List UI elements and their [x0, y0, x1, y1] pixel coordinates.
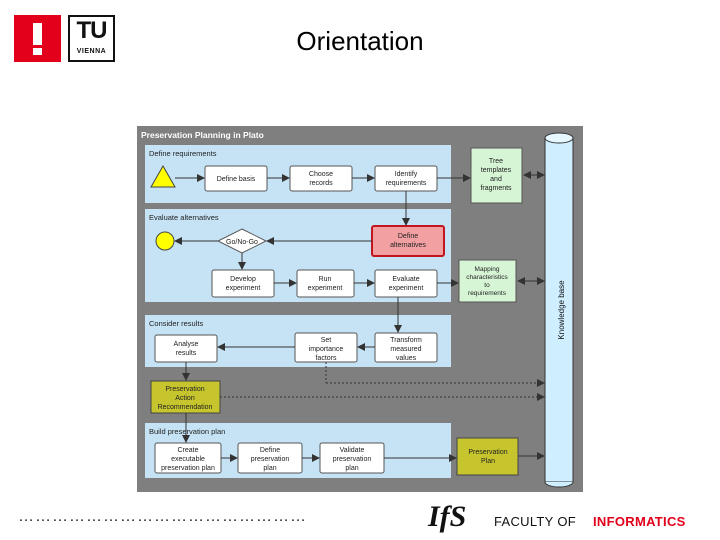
tu-logo-exclamation	[14, 15, 61, 62]
svg-text:alternatives: alternatives	[390, 242, 426, 249]
box-evaluate-experiment: Evaluate experiment	[374, 269, 438, 298]
faculty-text: FACULTY OF	[494, 514, 576, 529]
tu-logo-subtext: VIENNA	[76, 48, 107, 55]
svg-text:Identify: Identify	[395, 171, 418, 178]
svg-text:plan: plan	[345, 465, 358, 472]
box-validate-plan: Validate preservation plan	[319, 442, 385, 474]
svg-text:Evaluate: Evaluate	[392, 276, 419, 283]
diagram-arrows	[174, 171, 545, 462]
section-consider-label: Consider results	[149, 319, 203, 328]
svg-text:plan: plan	[263, 465, 276, 472]
svg-text:experiment: experiment	[308, 285, 343, 292]
box-mapping: Mapping characteristics to requirements	[458, 259, 517, 303]
svg-text:Plan: Plan	[481, 458, 495, 465]
knowledge-base-label: Knowledge base	[557, 280, 566, 340]
svg-text:experiment: experiment	[389, 285, 424, 292]
section-evaluate-label: Evaluate alternatives	[149, 213, 219, 222]
svg-text:Go/No-Go: Go/No-Go	[226, 239, 258, 246]
section-define-label: Define requirements	[149, 149, 217, 158]
diagram-title: Preservation Planning in Plato	[141, 130, 264, 140]
footer-dotted-line: ……………………………………………	[18, 508, 307, 525]
svg-text:to: to	[484, 282, 490, 289]
svg-text:factors: factors	[315, 355, 337, 362]
box-define-alternatives: Define alternatives	[371, 225, 445, 257]
svg-text:Define: Define	[260, 447, 280, 454]
box-tree-templates: Tree templates and fragments	[470, 147, 523, 204]
svg-text:preservation: preservation	[333, 456, 372, 463]
svg-text:Choose: Choose	[309, 171, 333, 178]
box-identify-requirements: Identify requirements	[374, 165, 438, 192]
svg-text:Set: Set	[321, 337, 332, 344]
svg-text:Analyse: Analyse	[174, 341, 199, 348]
svg-text:Recommendation: Recommendation	[158, 404, 213, 411]
box-develop-experiment: Develop experiment	[211, 269, 275, 298]
box-define-plan: Define preservation plan	[237, 442, 303, 474]
box-define-basis: Define basis	[204, 165, 268, 192]
svg-text:values: values	[396, 355, 417, 362]
svg-text:Define basis: Define basis	[217, 176, 256, 183]
box-set-importance: Set importance factors	[294, 332, 358, 363]
svg-text:Develop: Develop	[230, 276, 256, 283]
svg-text:requirements: requirements	[386, 180, 427, 187]
box-transform-values: Transform measured values	[374, 332, 438, 363]
diagram-dashed-arrows	[220, 362, 545, 401]
svg-text:experiment: experiment	[226, 285, 261, 292]
svg-text:preservation: preservation	[251, 456, 290, 463]
slide-title: Orientation	[296, 26, 424, 56]
svg-text:fragments: fragments	[480, 185, 512, 192]
section-build-label: Build preservation plan	[149, 427, 225, 436]
box-recommendation: Preservation Action Recommendation	[150, 380, 221, 414]
start-triangle	[150, 164, 176, 188]
box-create-plan: Create executable preservation plan	[154, 442, 222, 474]
svg-text:Transform: Transform	[390, 337, 422, 344]
svg-text:executable: executable	[171, 456, 205, 463]
box-run-experiment: Run experiment	[296, 269, 355, 298]
svg-text:Action: Action	[175, 395, 195, 402]
svg-text:results: results	[176, 350, 197, 357]
svg-text:Tree: Tree	[489, 158, 503, 165]
box-choose-records: Choose records	[289, 165, 353, 192]
svg-text:and: and	[490, 176, 502, 183]
box-preservation-plan: Preservation Plan	[456, 437, 519, 476]
svg-text:Define: Define	[398, 233, 418, 240]
svg-text:templates: templates	[481, 167, 512, 174]
svg-text:Run: Run	[319, 276, 332, 283]
svg-text:Create: Create	[177, 447, 198, 454]
svg-text:Preservation: Preservation	[165, 386, 204, 393]
svg-text:preservation plan: preservation plan	[161, 465, 215, 472]
svg-text:records: records	[309, 180, 333, 187]
knowledge-base-cylinder: Knowledge base	[544, 132, 574, 488]
tu-logo-box	[68, 15, 115, 62]
svg-text:importance: importance	[309, 346, 344, 353]
svg-text:Validate: Validate	[340, 447, 365, 454]
svg-text:Mapping: Mapping	[475, 266, 500, 273]
end-circle	[155, 231, 175, 251]
box-analyse-results: Analyse results	[154, 334, 218, 363]
informatics-text: INFORMATICS	[593, 514, 686, 529]
svg-text:characteristics: characteristics	[466, 274, 508, 281]
svg-text:Preservation: Preservation	[468, 449, 507, 456]
tu-logo-text: TU	[76, 17, 108, 44]
ifs-logo: IfS	[428, 500, 467, 533]
svg-text:measured: measured	[390, 346, 421, 353]
svg-text:requirements: requirements	[468, 290, 507, 297]
